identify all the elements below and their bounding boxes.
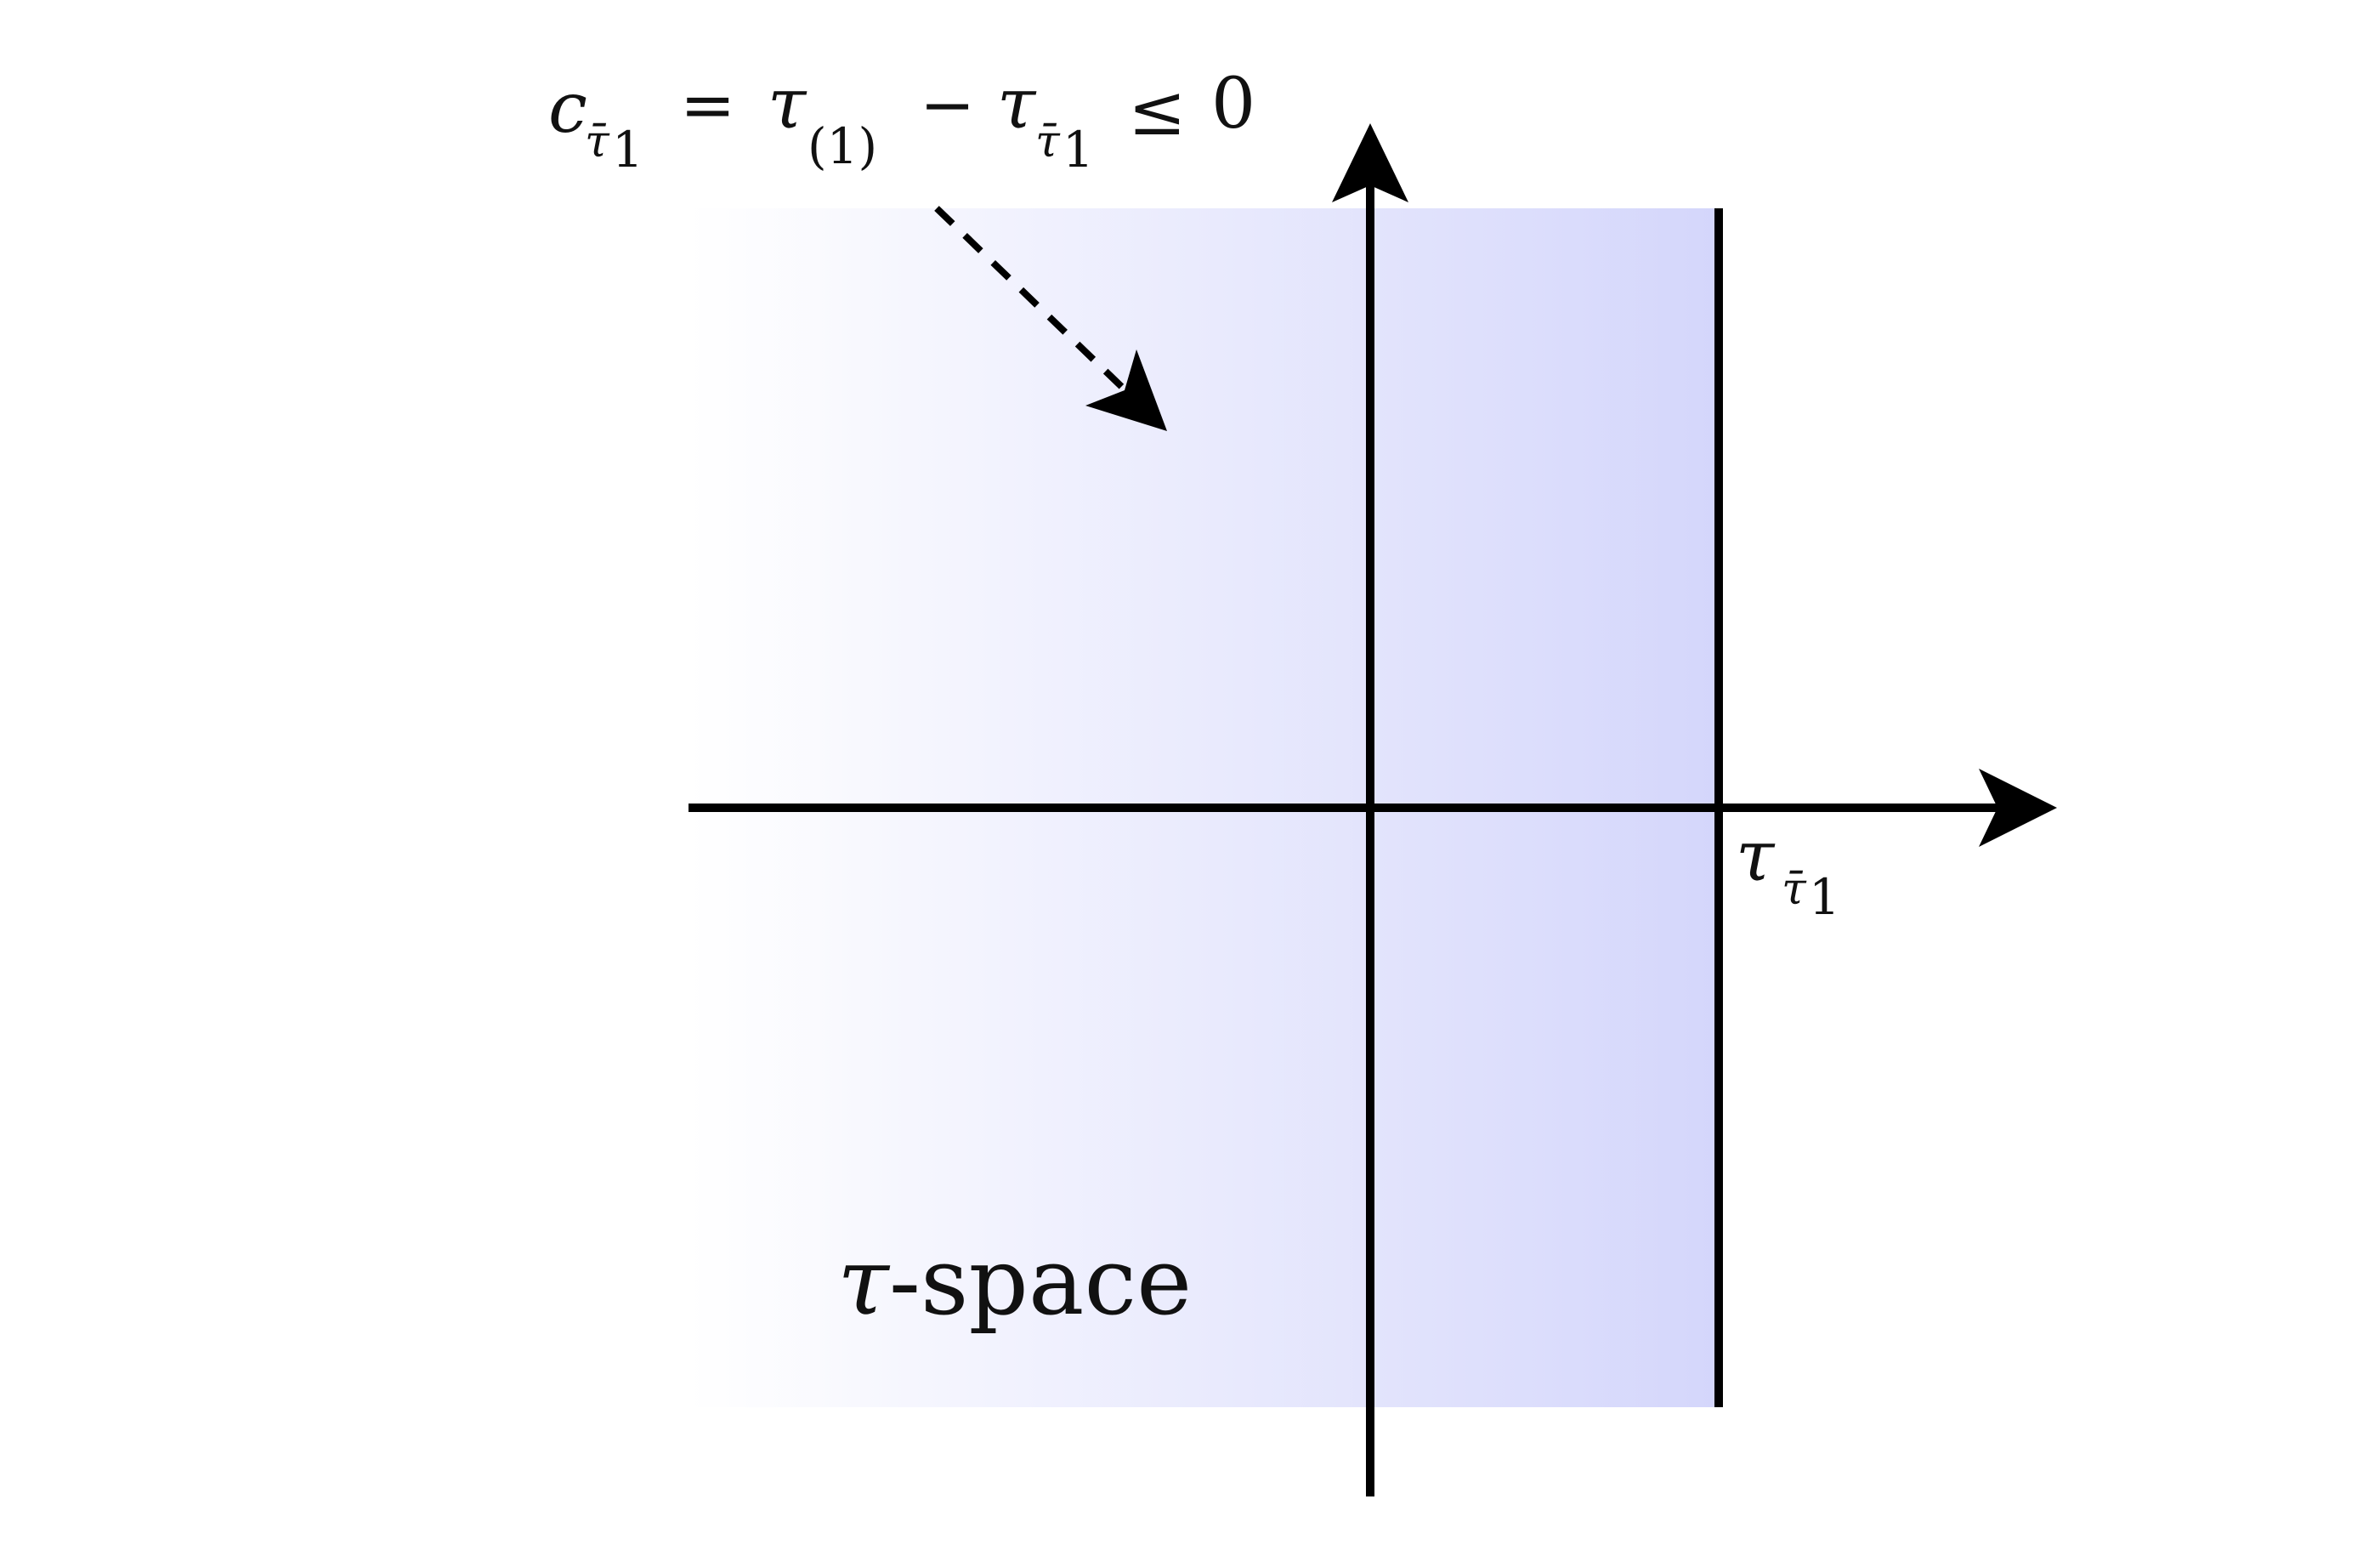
constraint-pointer-arrowhead	[1085, 349, 1167, 431]
svg-text:τ̄: τ̄	[1782, 864, 1807, 915]
svg-text:τ: τ	[768, 64, 808, 145]
svg-text:τ̄: τ̄	[585, 116, 610, 168]
svg-text:−: −	[920, 67, 975, 144]
svg-text:τ-space: τ-space	[837, 1227, 1192, 1336]
region-label: τ-space	[837, 1227, 1192, 1336]
svg-text:1: 1	[1062, 121, 1094, 179]
svg-text:1: 1	[612, 121, 643, 179]
svg-text:τ: τ	[997, 64, 1037, 145]
svg-text:≤: ≤	[1128, 71, 1187, 151]
svg-text:τ̄: τ̄	[1035, 116, 1061, 168]
svg-text:1: 1	[1809, 868, 1840, 926]
constraint-label: c τ̄ 1 = τ (1) − τ τ̄ 1 ≤ 0	[548, 64, 1255, 179]
y-axis-arrowhead	[1332, 123, 1408, 202]
x-axis-arrowhead	[1979, 769, 2057, 847]
svg-text:c: c	[548, 68, 587, 149]
svg-text:=: =	[680, 67, 735, 144]
svg-text:(1): (1)	[808, 117, 877, 175]
x-axis-label: τ τ̄ 1	[1736, 816, 1840, 926]
svg-text:0: 0	[1211, 64, 1255, 145]
svg-text:τ: τ	[1736, 816, 1776, 897]
constraint-pointer-line	[934, 206, 1129, 394]
